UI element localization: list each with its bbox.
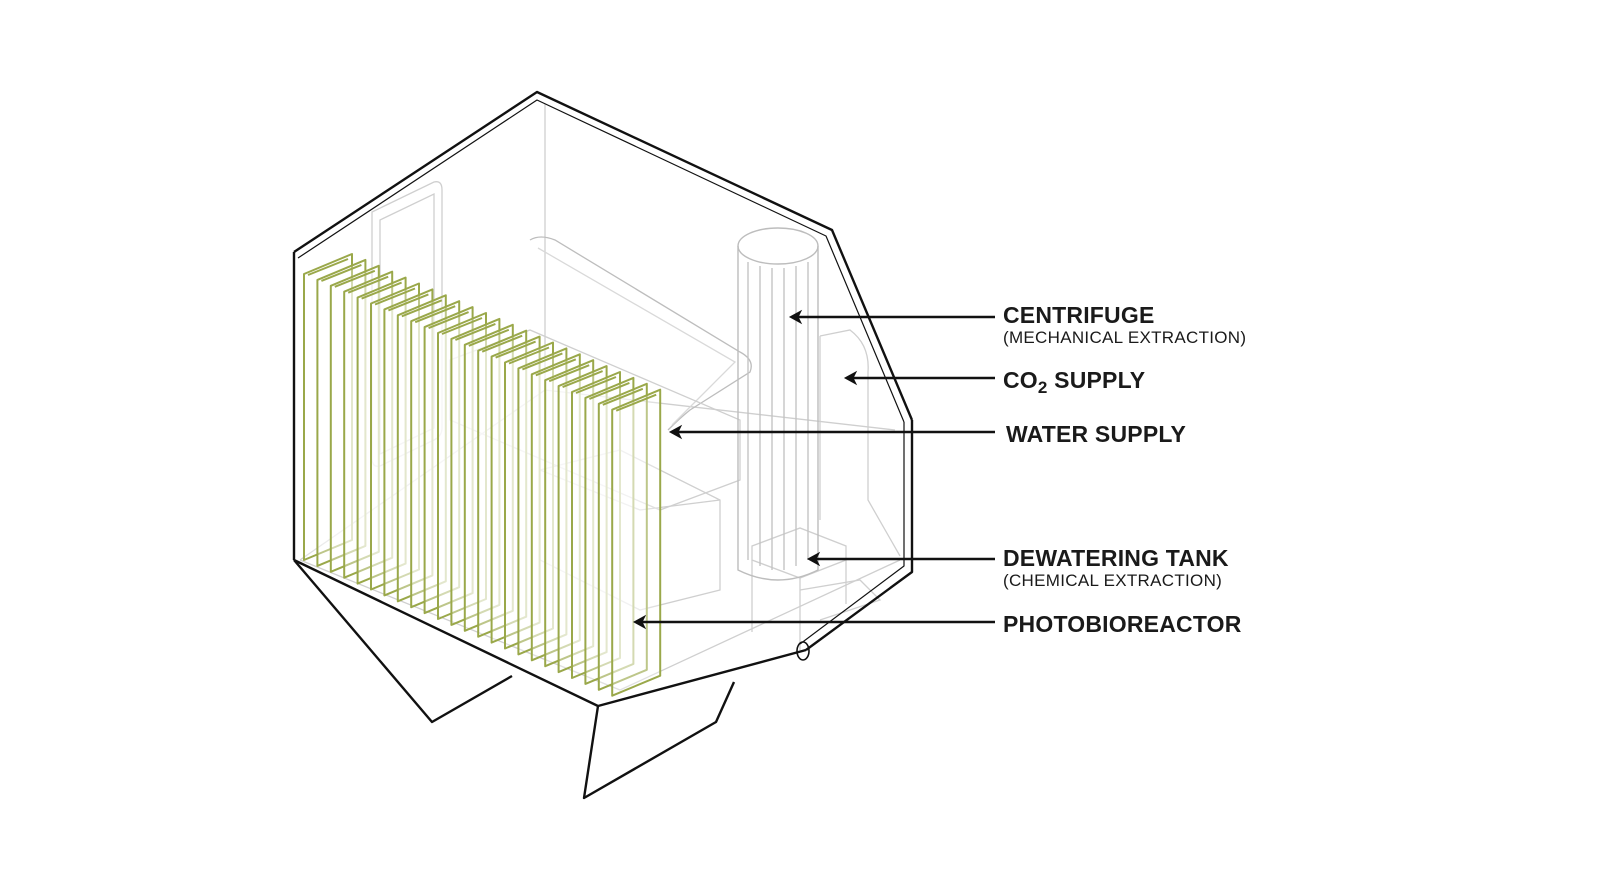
housing-right-wall [805, 420, 914, 651]
drain-fitting [796, 641, 810, 661]
co2-supply-label: CO2 SUPPLY [1003, 367, 1145, 401]
dewatering-arrowhead [806, 551, 821, 567]
housing-roof [293, 90, 914, 421]
dewatering-base [799, 579, 882, 621]
upper-tank [449, 329, 741, 511]
photobioreactor-title: PHOTOBIOREACTOR [1003, 611, 1242, 637]
window-frame-inner [379, 192, 435, 456]
photobioreactor-panel [370, 282, 420, 591]
photobioreactor-label: PHOTOBIOREACTOR [1003, 611, 1242, 637]
photobioreactor-panel [383, 288, 434, 597]
photobioreactor-panel [437, 312, 487, 620]
centrifuge-subtitle: (MECHANICAL EXTRACTION) [1003, 328, 1247, 347]
photobioreactor-panel [571, 371, 621, 679]
housing-right-wall-inner [799, 422, 905, 645]
photobioreactor-panel [356, 276, 407, 585]
centrifuge-arrowhead [788, 309, 803, 325]
leg-left [293, 559, 513, 724]
dewatering-tank-label: DEWATERING TANK (CHEMICAL EXTRACTION) [1003, 545, 1229, 591]
leg-center [582, 681, 736, 800]
photobioreactor-panel [450, 317, 501, 626]
photobioreactor-panel [557, 365, 608, 674]
photobioreactor-panel [329, 264, 380, 573]
photobioreactor-panel [530, 353, 581, 662]
centrifuge-column [737, 227, 819, 581]
window-frame [371, 181, 443, 467]
photobioreactor-panel [463, 323, 514, 632]
photobioreactor-panel [396, 294, 447, 603]
lower-tank-top [539, 469, 721, 511]
photobioreactor-panel [303, 253, 353, 561]
water-arrowhead [668, 424, 683, 440]
photobioreactor-panel [343, 270, 394, 579]
centrifuge-top [737, 227, 819, 265]
centrifuge-ribs [747, 262, 809, 570]
photobioreactor-panel [517, 347, 568, 656]
floor-edge [299, 559, 901, 691]
water-supply-label: WATER SUPPLY [1006, 421, 1186, 447]
water-pipe [529, 236, 752, 431]
photobioreactor-panel [423, 306, 474, 615]
photobioreactor-panels [303, 253, 662, 697]
housing-roof-inner [297, 99, 905, 423]
centrifuge-label: CENTRIFUGE (MECHANICAL EXTRACTION) [1003, 302, 1246, 348]
photobioreactor-panel [477, 329, 528, 638]
photobioreactor-panel [597, 382, 648, 691]
co2-prefix: CO [1003, 367, 1038, 393]
dewatering-tank-shape [751, 527, 847, 579]
photobioreactor-arrowhead [632, 614, 647, 630]
co2-supply-title: CO2 SUPPLY [1003, 367, 1145, 401]
photobioreactor-panel [584, 376, 635, 685]
photobioreactor-panel [410, 300, 461, 609]
leader-lines [632, 309, 995, 630]
co2-arrowhead [843, 370, 858, 386]
water-pipe-inner [537, 247, 737, 426]
photobioreactor-panel [316, 258, 367, 567]
photobioreactor-panel [504, 341, 554, 650]
pod-housing [292, 90, 914, 800]
dewatering-tank-title: DEWATERING TANK [1003, 545, 1229, 571]
photobioreactor-panel [544, 359, 595, 668]
photobioreactor-panel [490, 335, 541, 644]
centrifuge-body [737, 246, 819, 581]
co2-suffix: SUPPLY [1047, 367, 1146, 393]
dewatering-tank-subtitle: (CHEMICAL EXTRACTION) [1003, 571, 1223, 590]
photobioreactor-panel [611, 388, 662, 697]
co2-subscript: 2 [1037, 378, 1048, 397]
water-supply-title: WATER SUPPLY [1006, 421, 1187, 447]
side-panel [819, 329, 901, 557]
dewatering-tank-body [751, 560, 847, 650]
centrifuge-title: CENTRIFUGE [1003, 302, 1155, 328]
